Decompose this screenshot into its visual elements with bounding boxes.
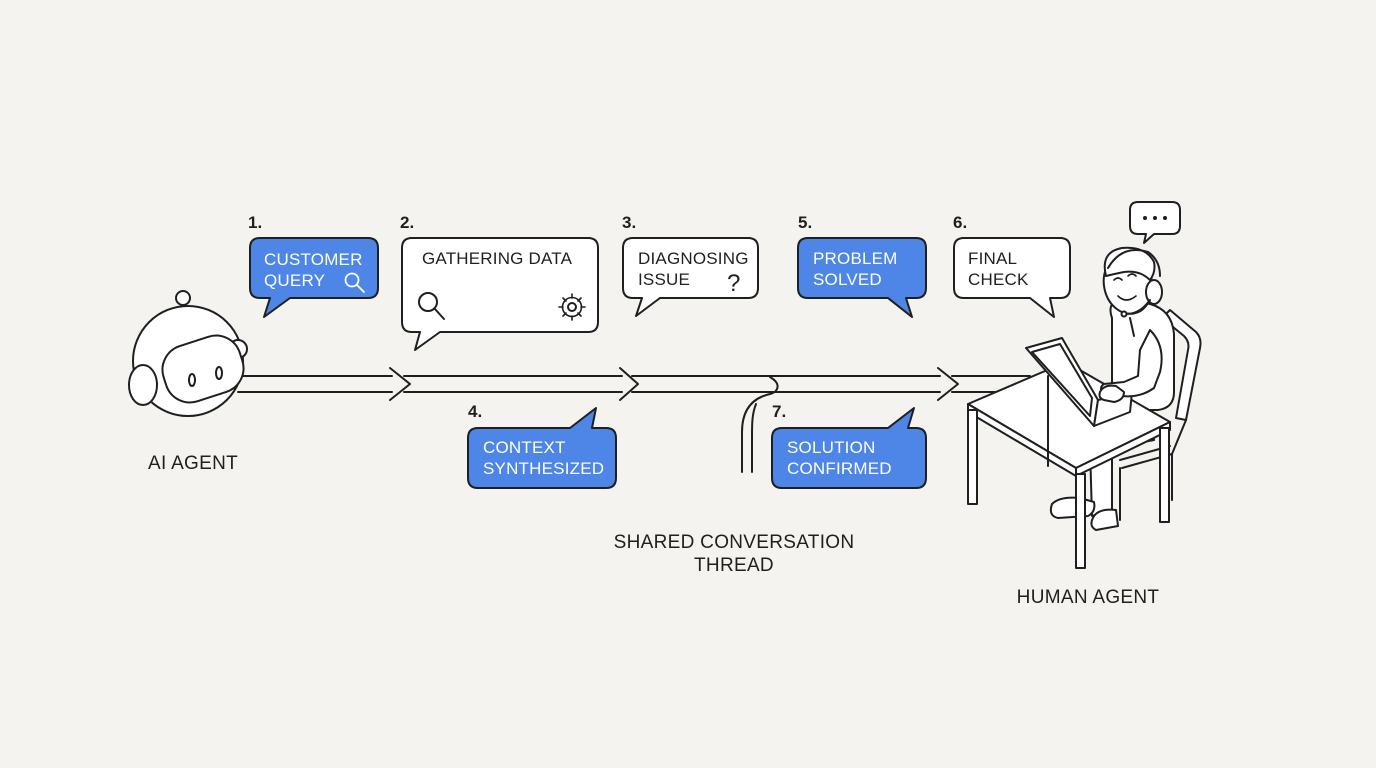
- step-6-bubble: [953, 237, 1071, 318]
- step-3-bubble: [622, 237, 759, 317]
- step-5-bubble: [797, 237, 927, 318]
- step-2-bubble: [401, 237, 599, 351]
- step-5-number: 5.: [798, 213, 812, 232]
- human-head: [1102, 246, 1161, 315]
- headset-icon: [1120, 279, 1163, 318]
- step-2-number: 2.: [400, 213, 414, 232]
- step-7-bubble: [771, 407, 927, 489]
- step-7-number: 7.: [772, 402, 786, 421]
- question-icon: ?: [727, 270, 740, 297]
- step-5-label-line1: PROBLEM: [813, 249, 898, 268]
- search-icon: [344, 272, 365, 293]
- step-1-label-line1: CUSTOMER: [264, 250, 363, 269]
- step-1-bubble: [249, 237, 379, 318]
- ai-agent-label: AI AGENT: [148, 453, 238, 474]
- human-agent-illustration: [967, 201, 1202, 569]
- desk-icon: [967, 361, 1171, 569]
- ai-agent-robot-icon: [128, 290, 248, 417]
- conversation-thread: [237, 367, 1031, 473]
- ellipsis-bubble-icon: [1129, 201, 1181, 244]
- thread-label-line2: THREAD: [694, 555, 774, 576]
- step-7-label-line1: SOLUTION: [787, 438, 876, 457]
- step-4-label-line2: SYNTHESIZED: [483, 459, 604, 478]
- step-6-number: 6.: [953, 213, 967, 232]
- thread-label-line1: SHARED CONVERSATION: [614, 532, 855, 553]
- chair-icon: [1119, 309, 1202, 521]
- step-5-label-line2: SOLVED: [813, 270, 882, 289]
- step-6-label-line1: FINAL: [968, 249, 1017, 268]
- laptop-icon: [1025, 337, 1133, 427]
- step-3-label-line1: DIAGNOSING: [638, 249, 749, 268]
- step-4-bubble: [467, 407, 617, 489]
- step-3-number: 3.: [622, 213, 636, 232]
- search-icon: [418, 292, 445, 320]
- step-1-number: 1.: [248, 213, 262, 232]
- step-6-label-line2: CHECK: [968, 270, 1029, 289]
- step-7-label-line2: CONFIRMED: [787, 459, 892, 478]
- step-4-label-line1: CONTEXT: [483, 438, 566, 457]
- step-3-label-line2: ISSUE: [638, 270, 690, 289]
- human-agent-label: HUMAN AGENT: [1017, 587, 1160, 608]
- step-1-label-line2: QUERY: [264, 271, 325, 290]
- step-2-label: GATHERING DATA: [422, 249, 573, 268]
- gear-icon: [558, 293, 586, 321]
- step-4-number: 4.: [468, 402, 482, 421]
